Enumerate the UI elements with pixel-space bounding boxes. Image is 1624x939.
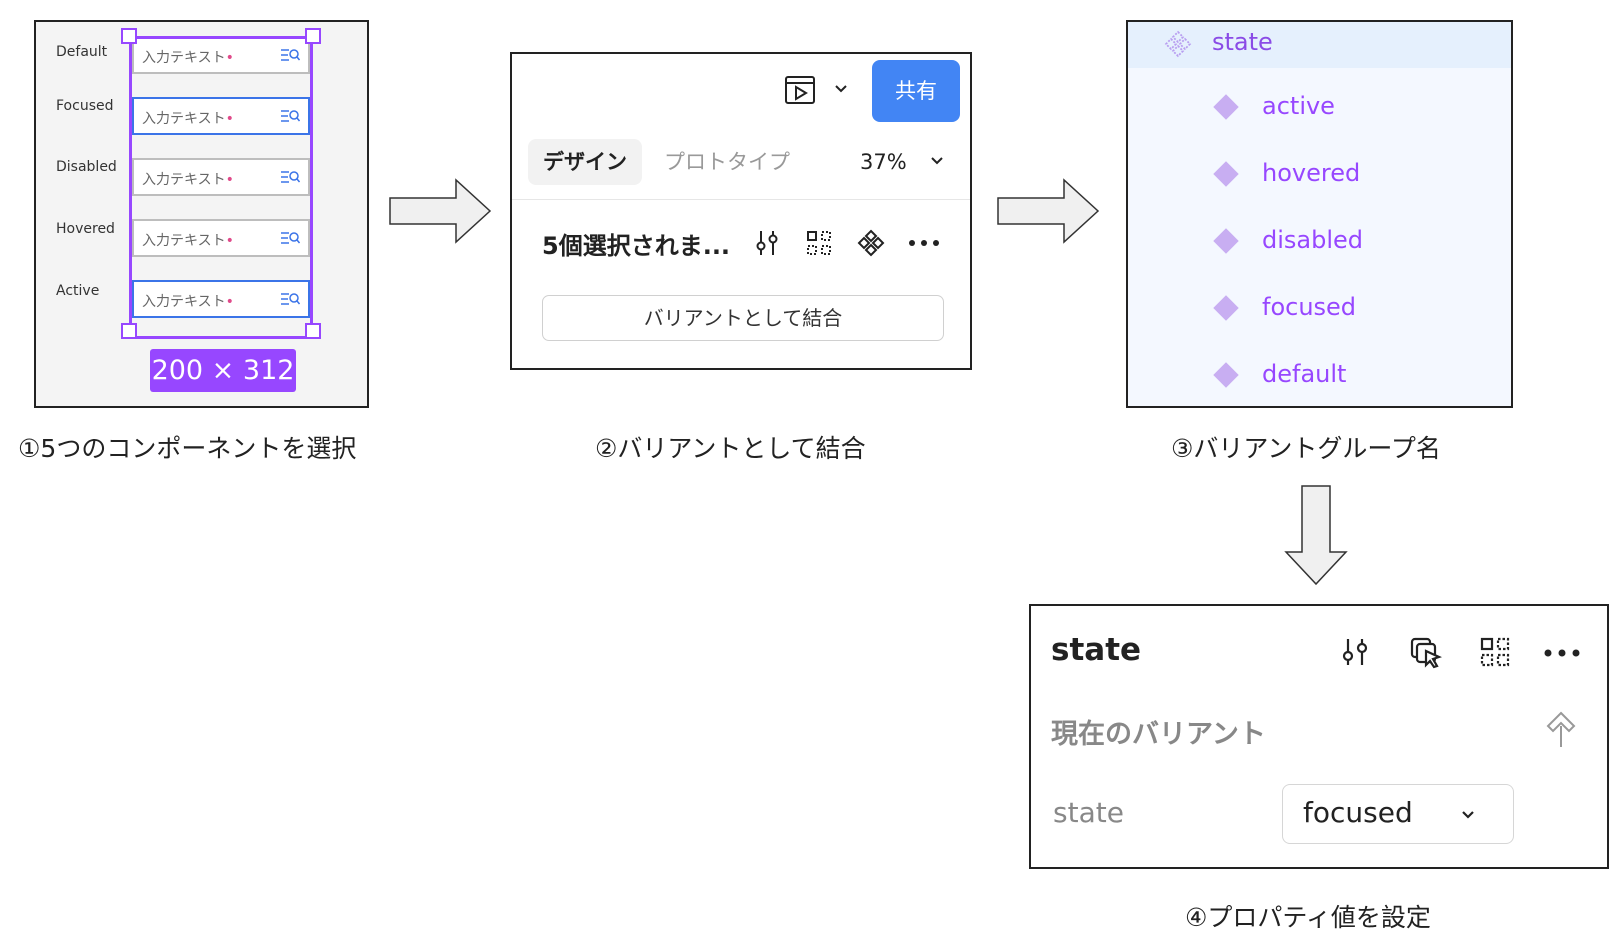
panel-variant-group: state active hovered disabled focused de… bbox=[1126, 20, 1513, 408]
layer-row-state[interactable] bbox=[1128, 22, 1511, 68]
right-arrow-icon bbox=[997, 178, 1100, 244]
zoom-level[interactable]: 37% bbox=[860, 150, 907, 174]
chevron-down-icon[interactable] bbox=[834, 84, 848, 94]
zoom-chevron-down-icon[interactable] bbox=[930, 156, 944, 166]
label-disabled: Disabled bbox=[56, 159, 117, 175]
resize-handle-br[interactable] bbox=[305, 323, 321, 339]
variant-group-name[interactable]: state bbox=[1212, 28, 1273, 56]
text-caret: • bbox=[225, 294, 234, 310]
component-icon[interactable] bbox=[856, 228, 886, 258]
search-list-icon bbox=[281, 293, 300, 305]
panel-combine-variants: 共有 デザイン プロトタイプ 37% 5個選択されま... バリアントとして結合 bbox=[510, 52, 972, 370]
property-value: focused bbox=[1303, 796, 1413, 829]
variant-focused[interactable]: focused bbox=[1262, 293, 1357, 321]
panel-select-components: Default Focused Disabled Hovered Active … bbox=[34, 20, 369, 408]
variant-diamond-icon bbox=[1213, 295, 1239, 321]
component-arrow-up-icon[interactable] bbox=[1541, 710, 1581, 750]
variant-default[interactable]: default bbox=[1262, 360, 1347, 388]
input-hovered[interactable]: 入力テキスト• bbox=[132, 219, 310, 257]
share-button[interactable]: 共有 bbox=[872, 60, 960, 122]
adjust-sliders-icon[interactable] bbox=[1339, 636, 1371, 668]
down-arrow-icon bbox=[1284, 485, 1348, 586]
search-list-icon bbox=[281, 49, 300, 61]
caption-step3: ③バリアントグループ名 bbox=[1171, 434, 1441, 463]
property-value-select[interactable]: focused bbox=[1282, 784, 1514, 844]
input-placeholder: 入力テキスト bbox=[142, 50, 226, 66]
selection-count: 5個選択されま... bbox=[542, 232, 731, 260]
property-name: state bbox=[1053, 796, 1124, 829]
resize-handle-tl[interactable] bbox=[121, 28, 137, 44]
selection-dimensions: 200 × 312 bbox=[150, 349, 296, 392]
variant-diamond-icon bbox=[1213, 228, 1239, 254]
text-caret: • bbox=[225, 233, 234, 249]
caption-step2: ②バリアントとして結合 bbox=[595, 434, 866, 463]
input-placeholder: 入力テキスト bbox=[142, 172, 226, 188]
caption-step1: ①5つのコンポーネントを選択 bbox=[18, 434, 357, 463]
search-list-icon bbox=[281, 171, 300, 183]
instance-title: state bbox=[1051, 632, 1142, 668]
current-variant-heading: 現在のバリアント bbox=[1051, 719, 1266, 750]
divider bbox=[512, 199, 970, 200]
text-caret: • bbox=[225, 172, 234, 188]
component-grid-icon[interactable] bbox=[1479, 636, 1511, 668]
adjust-sliders-icon[interactable] bbox=[752, 228, 782, 258]
go-to-main-component-icon[interactable] bbox=[1409, 636, 1443, 670]
label-hovered: Hovered bbox=[56, 221, 115, 237]
label-default: Default bbox=[56, 44, 108, 60]
resize-handle-tr[interactable] bbox=[305, 28, 321, 44]
more-icon[interactable] bbox=[1543, 648, 1581, 658]
more-icon[interactable] bbox=[908, 238, 940, 248]
variant-diamond-icon bbox=[1213, 362, 1239, 388]
right-arrow-icon bbox=[389, 178, 492, 244]
variant-disabled[interactable]: disabled bbox=[1262, 226, 1364, 254]
tab-design[interactable]: デザイン bbox=[528, 139, 642, 185]
variant-diamond-icon bbox=[1213, 94, 1239, 120]
component-grid-icon[interactable] bbox=[804, 228, 834, 258]
selection-box bbox=[129, 36, 313, 339]
present-icon[interactable] bbox=[784, 74, 816, 106]
panel-set-property: state 現在のバリアント state focused bbox=[1029, 604, 1609, 869]
variant-hovered[interactable]: hovered bbox=[1262, 159, 1361, 187]
text-caret: • bbox=[225, 50, 234, 66]
input-active[interactable]: 入力テキスト• bbox=[132, 280, 310, 318]
caption-step4: ④プロパティ値を設定 bbox=[1185, 903, 1431, 932]
chevron-down-icon bbox=[1462, 811, 1474, 819]
input-disabled[interactable]: 入力テキスト• bbox=[132, 158, 310, 196]
input-placeholder: 入力テキスト bbox=[142, 233, 226, 249]
text-caret: • bbox=[225, 111, 234, 127]
search-list-icon bbox=[281, 110, 300, 122]
input-placeholder: 入力テキスト bbox=[142, 294, 226, 310]
input-placeholder: 入力テキスト bbox=[142, 111, 226, 127]
input-focused[interactable]: 入力テキスト• bbox=[132, 97, 310, 135]
search-list-icon bbox=[281, 232, 300, 244]
label-active: Active bbox=[56, 283, 100, 299]
label-focused: Focused bbox=[56, 98, 114, 114]
component-set-icon bbox=[1164, 30, 1192, 58]
combine-as-variants-button[interactable]: バリアントとして結合 bbox=[542, 295, 944, 341]
variant-diamond-icon bbox=[1213, 161, 1239, 187]
variant-active[interactable]: active bbox=[1262, 92, 1335, 120]
resize-handle-bl[interactable] bbox=[121, 323, 137, 339]
tab-prototype[interactable]: プロトタイプ bbox=[664, 150, 790, 174]
